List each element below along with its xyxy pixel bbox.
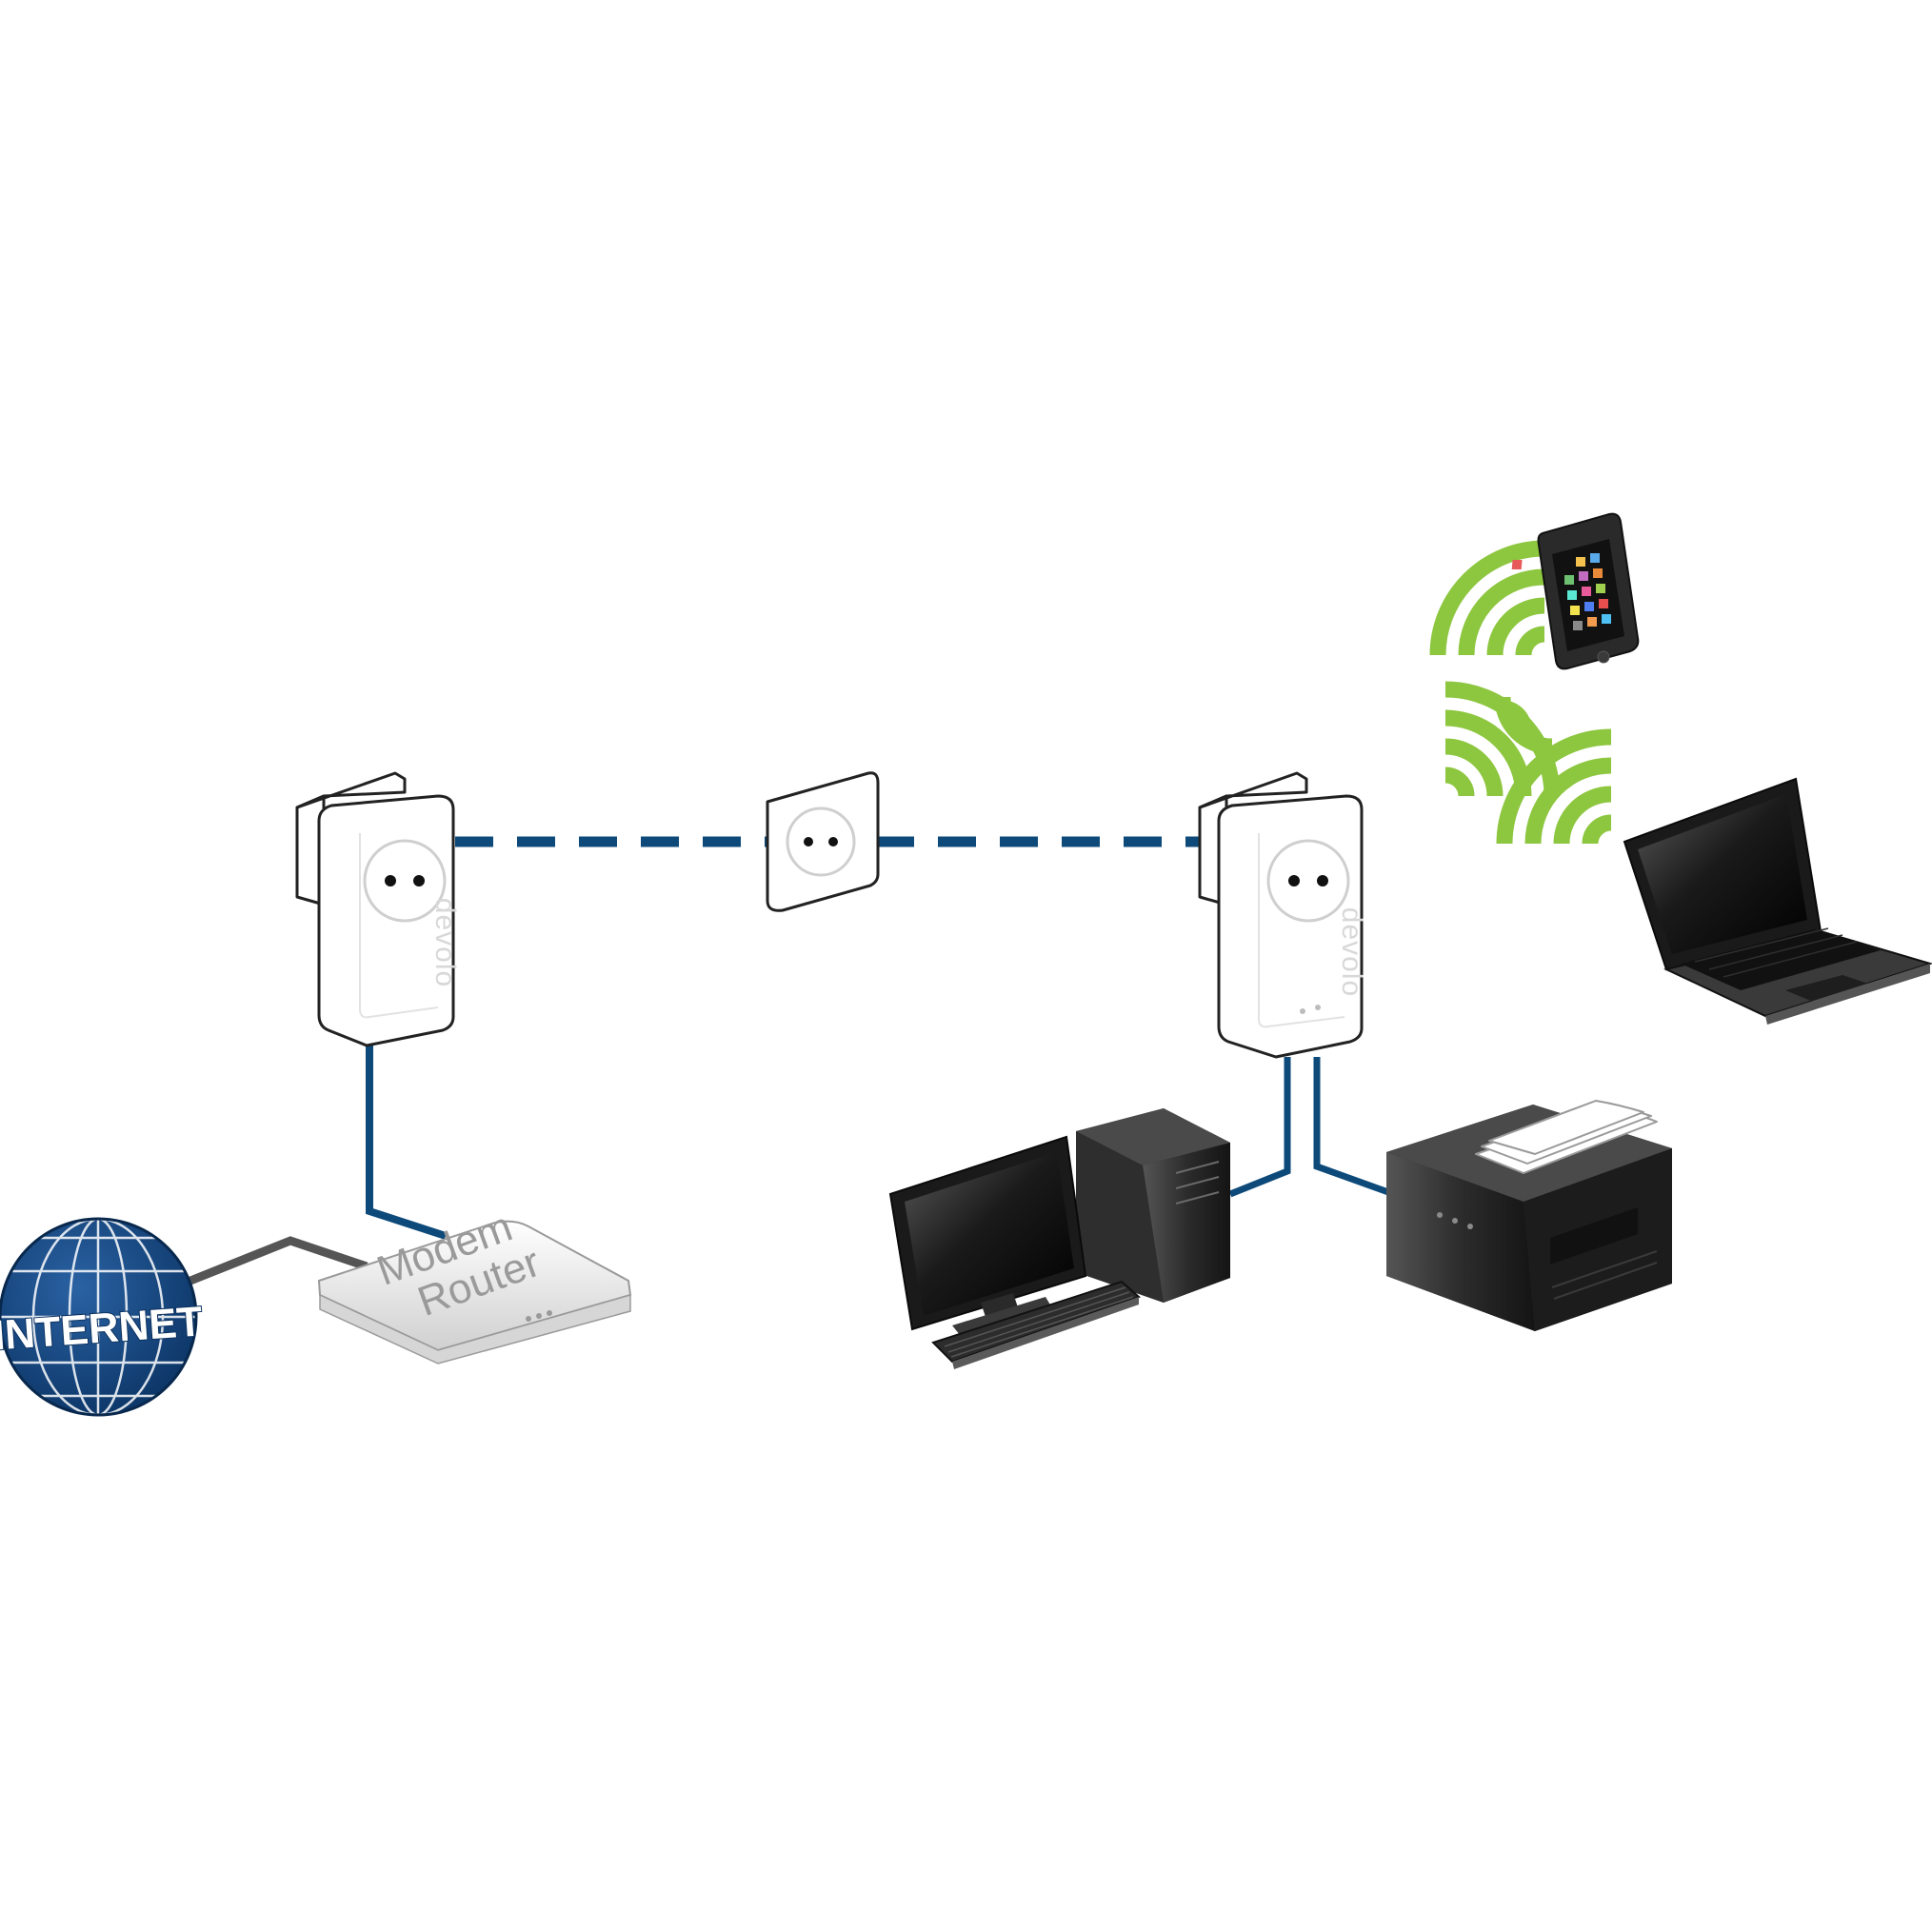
printer [1386,1100,1672,1331]
cable-router-adapter [366,1046,448,1240]
desktop-computer [888,1108,1230,1369]
printer-led [1437,1212,1443,1218]
paper-stack [1475,1100,1658,1174]
socket-icon [1266,839,1350,923]
printer-led [1452,1218,1458,1224]
powerline-adapter-right: devolo [1198,771,1367,1059]
powerline-adapter-left: devolo [295,771,461,1047]
brand-label-right: devolo [1336,907,1367,997]
brand-label-left: devolo [429,898,461,987]
led-indicator [1315,1005,1321,1010]
modem-router: Modem Router [317,1204,632,1364]
wifi-signal-icon [1429,540,1612,845]
cable-internet-router [189,1236,368,1285]
cable-adapter-pc [1228,1057,1291,1198]
wall-socket [766,771,880,912]
socket-icon [363,839,447,923]
printer-led [1467,1224,1473,1229]
cable-adapter-printer [1313,1057,1390,1196]
laptop [1623,777,1932,1025]
cables [189,836,1390,1285]
app-grid [1511,553,1611,630]
internet-globe: INTERNET [0,1217,205,1417]
smartphone [1511,512,1640,670]
led-indicator [1300,1008,1305,1014]
